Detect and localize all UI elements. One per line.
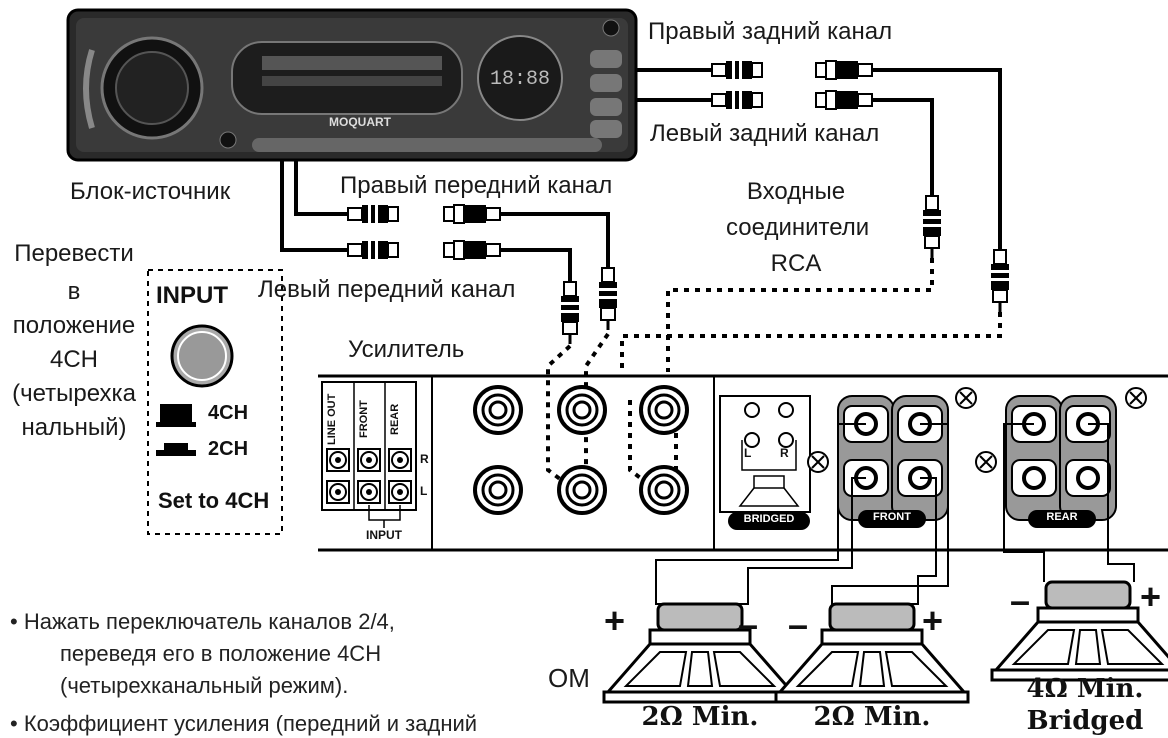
front-rca-cables [280, 160, 619, 346]
spk2-label: 2Ω Min. [813, 702, 931, 732]
amp-line-out-label: LINE OUT [326, 393, 338, 445]
bridged-badge: BRIDGED [743, 513, 795, 525]
amp-input-label: INPUT [366, 528, 402, 542]
switch-title: INPUT [156, 282, 228, 309]
front-badge: FRONT [873, 511, 911, 523]
bridge-r-label: R [780, 446, 789, 460]
spk1-plus: + [604, 600, 626, 641]
head-unit-clock: 18:88 [490, 68, 550, 91]
spk3-label-1: 4Ω Min. [1026, 674, 1144, 704]
switch-2ch-label: 2CH [208, 438, 249, 460]
speaker-front-left [602, 602, 798, 704]
spk3-plus: + [1140, 576, 1162, 617]
amp-r-label: R [420, 452, 429, 466]
switch-4ch-label: 4CH [208, 402, 249, 424]
label-source-unit: Блок-источник [70, 178, 231, 205]
amplifier-panel [318, 374, 1168, 552]
amp-l-label: L [420, 484, 428, 498]
note-line-3: (четырехканальный режим). [60, 673, 349, 698]
spk2-plus: + [922, 600, 944, 641]
label-left-front: Левый передний канал [258, 276, 516, 303]
note-line-4: • Коэффициент усиления (передний и задни… [10, 711, 478, 736]
label-left-rear: Левый задний канал [650, 120, 880, 147]
label-rca-inputs-3: RCA [770, 250, 822, 277]
switch-instruction-2: в [67, 278, 81, 305]
switch-2ch-icon [156, 450, 196, 456]
ohm-fragment: ОМ [548, 663, 590, 693]
switch-instruction-5: (четырехка [12, 380, 136, 407]
amp-rear-label: REAR [389, 403, 401, 435]
spk2-minus: – [788, 604, 809, 645]
switch-4ch-icon [160, 404, 192, 424]
spk1-label: 2Ω Min. [641, 702, 759, 732]
rear-badge: REAR [1046, 511, 1078, 523]
switch-instruction-3: положение [12, 312, 136, 339]
label-right-front: Правый передний канал [340, 172, 613, 199]
label-right-rear: Правый задний канал [648, 18, 893, 45]
note-line-1: • Нажать переключатель каналов 2/4, [10, 609, 395, 634]
spk3-minus: – [1010, 580, 1031, 621]
switch-box [147, 269, 283, 535]
note-line-2: переведя его в положение 4CH [60, 641, 382, 666]
switch-instruction-6: нальный) [21, 414, 127, 441]
amp-front-label: FRONT [358, 400, 370, 438]
bridge-l-label: L [744, 446, 752, 460]
label-rca-inputs-1: Входные [746, 178, 846, 205]
label-amplifier: Усилитель [348, 336, 465, 363]
switch-instruction-4: 4CH [49, 346, 98, 373]
switch-set-to: Set to 4CH [158, 488, 270, 513]
label-rca-inputs-2: соединители [726, 214, 870, 241]
head-unit [66, 8, 638, 162]
head-unit-brand: MOQUART [329, 115, 392, 129]
rear-rca-cables [636, 60, 1011, 314]
switch-instruction-1: Перевести [14, 240, 134, 267]
spk3-label-2: Bridged [1026, 706, 1144, 736]
spk1-minus: – [738, 604, 759, 645]
